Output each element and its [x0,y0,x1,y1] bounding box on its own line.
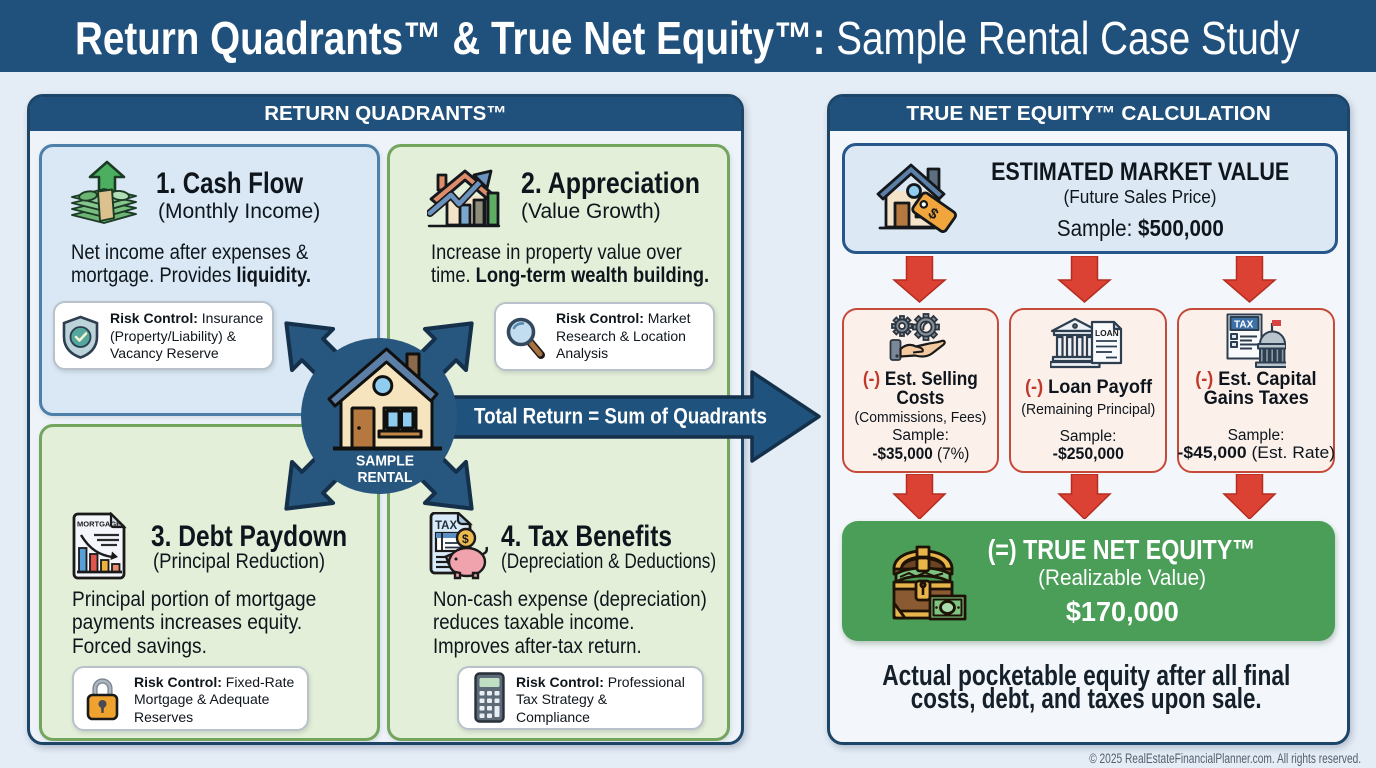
svg-text:TAX: TAX [1234,320,1254,331]
svg-text:RENTAL: RENTAL [358,469,413,486]
svg-text:TAX: TAX [435,520,457,532]
svg-text:SAMPLE: SAMPLE [356,453,414,470]
svg-text:$: $ [462,532,469,546]
svg-text:LOAN: LOAN [1095,328,1119,338]
svg-text:MORTGAGE: MORTGAGE [77,520,121,529]
svg-text:Total Return = Sum of Quadrant: Total Return = Sum of Quadrants [474,403,767,428]
